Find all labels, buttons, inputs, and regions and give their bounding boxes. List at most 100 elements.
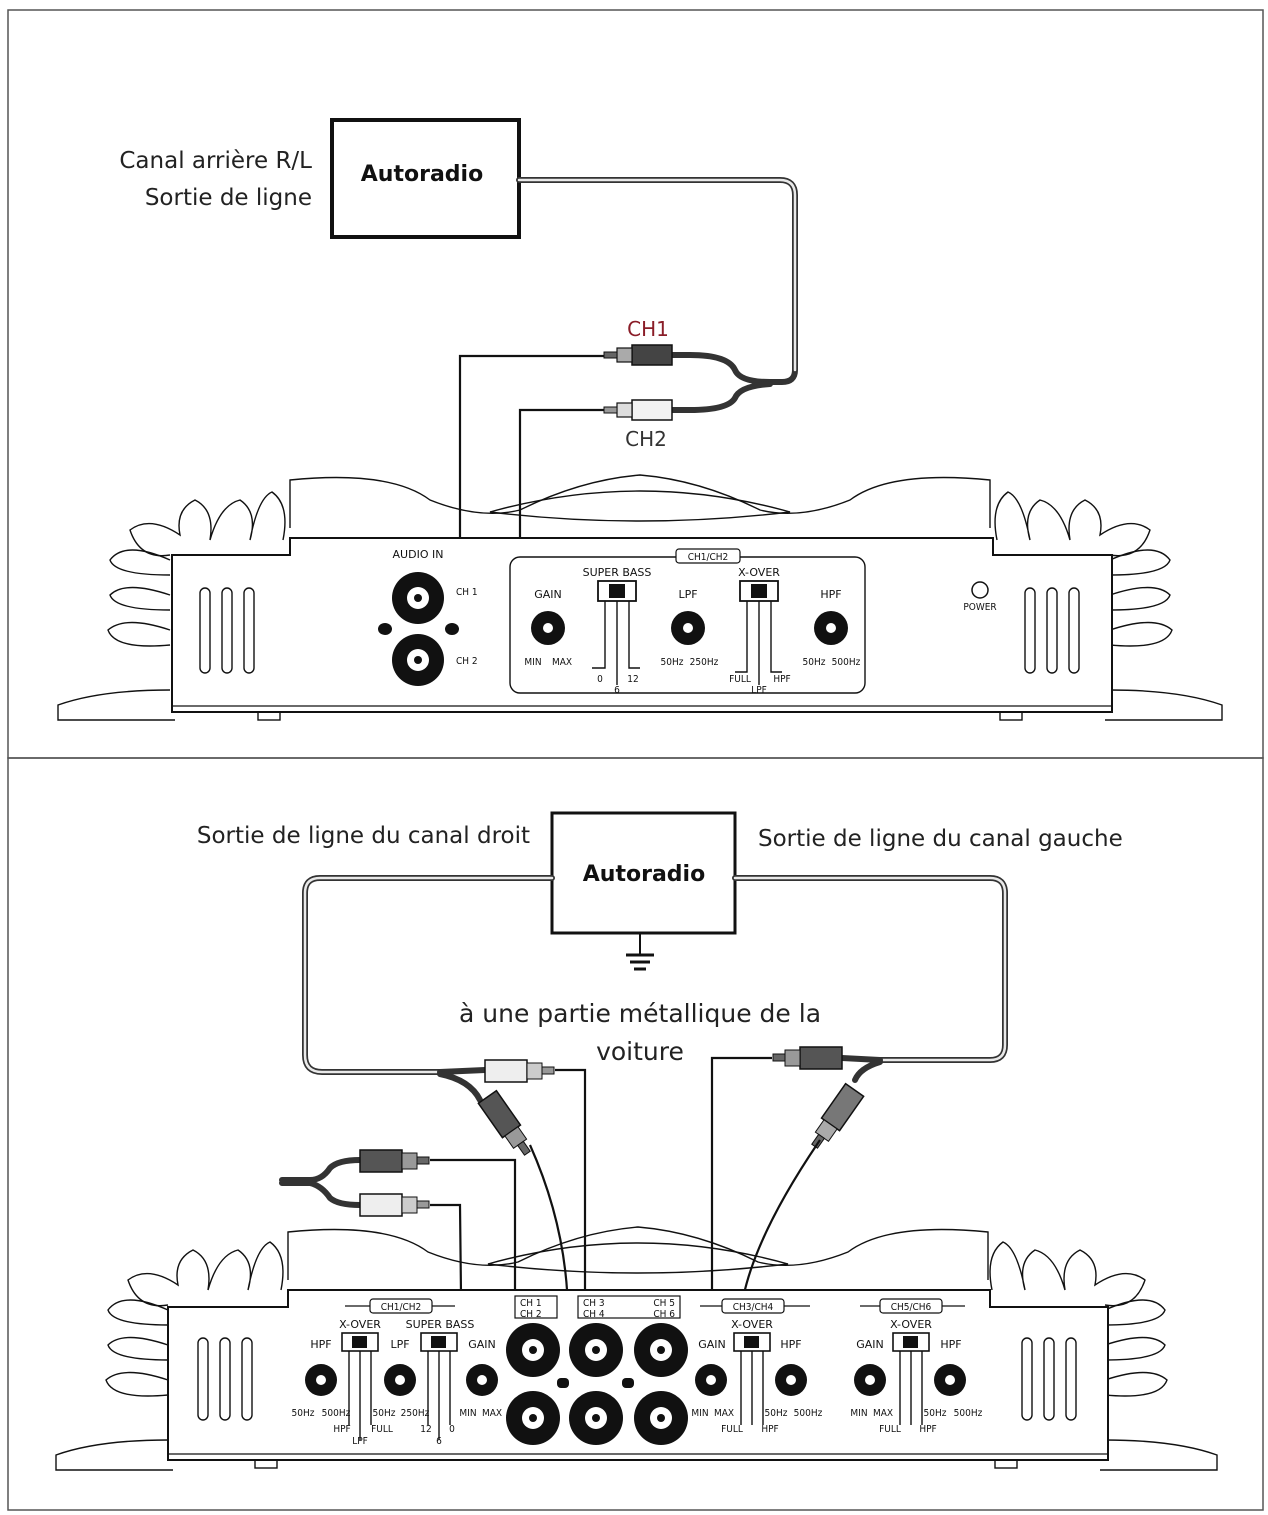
bottom-g3-hpf-label: HPF xyxy=(940,1338,961,1351)
bottom-in-ch2: CH 2 xyxy=(520,1309,542,1320)
top-line-output-label: Sortie de ligne xyxy=(145,185,312,211)
bottom-g3-hpf-50: 50Hz xyxy=(924,1408,947,1419)
top-power-indicator: POWER xyxy=(963,581,997,613)
ground-symbol xyxy=(626,933,654,971)
bottom-g3-max: MAX xyxy=(873,1408,893,1419)
top-gain-max: MAX xyxy=(552,657,572,668)
bottom-g3-title: CH5/CH6 xyxy=(891,1302,932,1313)
bottom-g2-hpf-label: HPF xyxy=(780,1338,801,1351)
bottom-g2-min: MIN xyxy=(691,1408,708,1419)
bottom-cable-right-branch-a xyxy=(437,1067,488,1075)
bottom-g1-lpf-pos: LPF xyxy=(352,1436,368,1447)
bottom-rca-plug-left-b xyxy=(811,1082,865,1149)
bottom-g3-xover-label: X-OVER xyxy=(890,1318,932,1331)
bottom-g1-xover-label: X-OVER xyxy=(339,1318,381,1331)
bottom-g3-min: MIN xyxy=(850,1408,867,1419)
bottom-rca-plug-right-a xyxy=(484,1059,555,1083)
top-hpf-pos: HPF xyxy=(773,674,790,685)
bottom-g3-gain-label: GAIN xyxy=(856,1338,884,1351)
top-amplifier xyxy=(57,474,1223,721)
bottom-g2-xover-label: X-OVER xyxy=(731,1318,773,1331)
top-rca-plug-ch1 xyxy=(603,344,673,366)
bottom-cable-left-branch-b xyxy=(852,1059,883,1083)
bottom-g1-hpf-500: 500Hz xyxy=(322,1408,351,1419)
top-wire-ch1 xyxy=(452,354,604,564)
top-cable-ch1-branch xyxy=(669,352,773,385)
bottom-g1-title: CH1/CH2 xyxy=(381,1302,422,1313)
bottom-head-unit-label: Autoradio xyxy=(583,862,705,887)
bottom-wire-ch1 xyxy=(430,1158,523,1322)
bottom-g1-lpf-50: 50Hz xyxy=(373,1408,396,1419)
top-xover-label: X-OVER xyxy=(738,566,780,579)
top-lpf-label: LPF xyxy=(678,588,697,601)
bottom-g2-hpf-pos: HPF xyxy=(761,1424,778,1435)
top-head-unit: Autoradio xyxy=(330,118,521,239)
bottom-extra-cable-a xyxy=(279,1157,363,1183)
ground-label-line1: à une partie métallique de la xyxy=(459,999,821,1028)
bottom-in-ch6: CH 6 xyxy=(653,1309,675,1320)
top-lpf-250: 250Hz xyxy=(690,657,719,668)
bottom-g1-max: MAX xyxy=(482,1408,502,1419)
bottom-cable-right-channel-core xyxy=(303,876,554,1074)
top-cable-ch2-branch xyxy=(669,381,773,413)
top-sb-6: 6 xyxy=(614,685,620,696)
bottom-rca-plug-left-a xyxy=(772,1046,843,1070)
bottom-g3-full: FULL xyxy=(879,1424,901,1435)
bottom-group-ch5-ch6: CH5/CH6 GAIN X-OVER HPF MIN MAX 50Hz 500… xyxy=(850,1298,983,1435)
top-control-panel: CH1/CH2 GAIN MIN MAX SUPER BASS 0 6 12 L… xyxy=(509,548,866,696)
bottom-g1-sb-12: 12 xyxy=(420,1424,431,1435)
bottom-input-jacks: CH 1 CH 2 CH 3 CH 4 CH 5 CH 6 xyxy=(506,1295,688,1445)
top-audio-in-jacks: AUDIO IN CH 1 CH 2 xyxy=(378,548,478,686)
top-full-pos: FULL xyxy=(729,674,751,685)
top-audio-in-label: AUDIO IN xyxy=(393,548,444,561)
bottom-cable-left-branch-a xyxy=(839,1055,883,1063)
top-in-ch1-label: CH 1 xyxy=(456,587,478,598)
bottom-wire-ch5 xyxy=(704,1056,772,1322)
bottom-g1-hpf-label: HPF xyxy=(310,1338,331,1351)
bottom-in-ch3: CH 3 xyxy=(583,1298,605,1309)
bottom-amplifier xyxy=(55,1226,1218,1471)
bottom-in-ch1: CH 1 xyxy=(520,1298,542,1309)
top-main-cable-core xyxy=(517,178,797,372)
top-rear-channel-label: Canal arrière R/L xyxy=(119,148,312,174)
bottom-g1-sb-6: 6 xyxy=(436,1436,442,1447)
bottom-g1-hpf-50: 50Hz xyxy=(292,1408,315,1419)
bottom-cable-left-channel xyxy=(732,875,1008,1063)
bottom-g1-gain-label: GAIN xyxy=(468,1338,496,1351)
bottom-in-ch4: CH 4 xyxy=(583,1309,605,1320)
bottom-rca-plug-extra-a xyxy=(359,1149,430,1173)
bottom-extra-cable-b xyxy=(279,1180,363,1208)
bottom-g1-superbass-label: SUPER BASS xyxy=(406,1318,475,1331)
top-power-label: POWER xyxy=(963,602,996,613)
top-lpf-50: 50Hz xyxy=(661,657,684,668)
top-sb-0: 0 xyxy=(597,674,603,685)
top-gain-min: MIN xyxy=(524,657,541,668)
top-ch1-label: CH1 xyxy=(627,317,669,341)
bottom-g2-hpf-500: 500Hz xyxy=(794,1408,823,1419)
top-superbass-label: SUPER BASS xyxy=(583,566,652,579)
top-rca-plug-ch2 xyxy=(603,399,673,421)
bottom-g2-hpf-50: 50Hz xyxy=(765,1408,788,1419)
bottom-group-ch3-ch4: CH3/CH4 GAIN X-OVER HPF MIN MAX 50Hz 500… xyxy=(691,1298,823,1435)
bottom-g1-sb-0: 0 xyxy=(449,1424,455,1435)
top-in-ch2-label: CH 2 xyxy=(456,656,478,667)
bottom-g1-full: FULL xyxy=(371,1424,393,1435)
top-ch2-label: CH2 xyxy=(625,427,667,451)
bottom-g3-hpf-500: 500Hz xyxy=(954,1408,983,1419)
bottom-g1-hpf-pos: HPF xyxy=(333,1424,350,1435)
top-gain-label: GAIN xyxy=(534,588,562,601)
top-hpf-label: HPF xyxy=(820,588,841,601)
ground-label-line2: voiture xyxy=(596,1037,684,1066)
bottom-head-unit: Autoradio xyxy=(550,811,737,935)
bottom-left-channel-label: Sortie de ligne du canal gauche xyxy=(758,826,1123,852)
bottom-g2-full: FULL xyxy=(721,1424,743,1435)
bottom-g1-lpf-label: LPF xyxy=(390,1338,409,1351)
bottom-g2-max: MAX xyxy=(714,1408,734,1419)
bottom-cable-right-channel xyxy=(302,875,555,1075)
bottom-g1-lpf-250: 250Hz xyxy=(401,1408,430,1419)
bottom-cable-right-branch-b xyxy=(437,1071,483,1103)
top-hpf-50: 50Hz xyxy=(803,657,826,668)
bottom-rca-plug-right-b xyxy=(477,1089,531,1156)
bottom-wire-ch3 xyxy=(555,1068,593,1322)
